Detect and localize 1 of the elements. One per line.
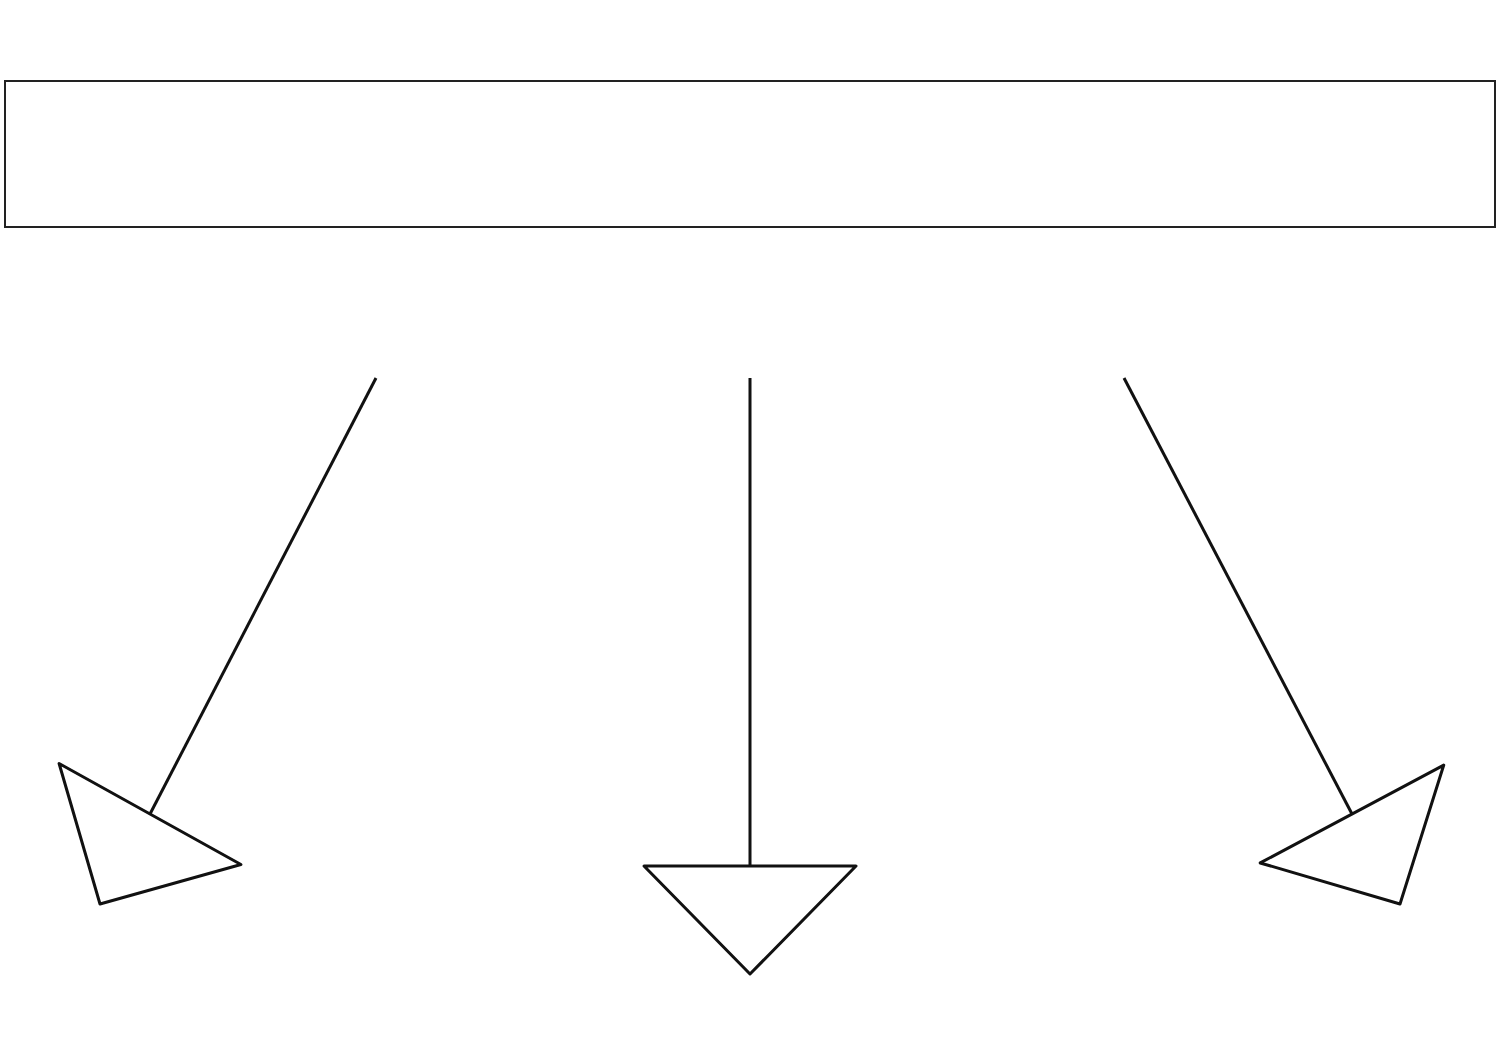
blank-box: [4, 80, 1496, 228]
